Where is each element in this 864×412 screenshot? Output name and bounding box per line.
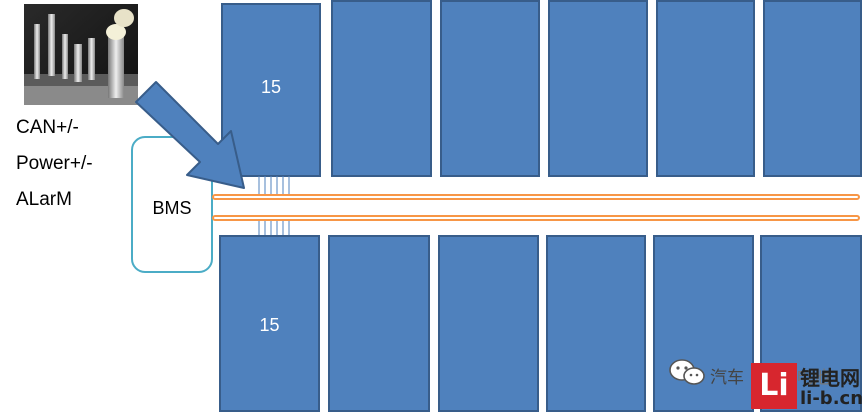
module-top-1: 15 <box>221 3 321 177</box>
bms-label: BMS <box>152 198 192 218</box>
bus-bar-top <box>212 194 860 200</box>
module-top-5 <box>656 0 755 177</box>
module-bottom-1-label: 15 <box>259 315 280 335</box>
module-bottom-1: 15 <box>219 235 320 412</box>
module-bottom-5 <box>653 235 754 412</box>
bus-bar-bottom <box>212 215 860 221</box>
watermark-site: li-b.cn <box>800 388 864 409</box>
module-bottom-2 <box>328 235 430 412</box>
watermark-text-left: 汽车 <box>710 368 744 387</box>
connector-label-power: Power+/- <box>16 153 93 174</box>
module-top-6 <box>763 0 862 177</box>
sense-wires-bottom <box>258 221 290 237</box>
module-top-3 <box>440 0 540 177</box>
connector-photo <box>24 4 138 105</box>
sense-wires-top <box>258 176 290 196</box>
module-top-1-label: 15 <box>260 77 282 97</box>
module-top-2 <box>331 0 432 177</box>
module-bottom-4 <box>546 235 646 412</box>
module-bottom-3 <box>438 235 539 412</box>
wechat-icon <box>669 359 705 385</box>
module-top-4 <box>548 0 648 177</box>
connector-label-alarm: ALarM <box>16 189 72 210</box>
arrow-connector-to-bms <box>135 81 245 189</box>
watermark-text-mid: 电池 <box>796 368 830 387</box>
connector-label-can: CAN+/- <box>16 117 79 138</box>
watermark-brand: 锂电网 <box>800 366 860 390</box>
logo-badge: Li <box>751 363 797 409</box>
logo-letter: Li <box>759 368 789 403</box>
